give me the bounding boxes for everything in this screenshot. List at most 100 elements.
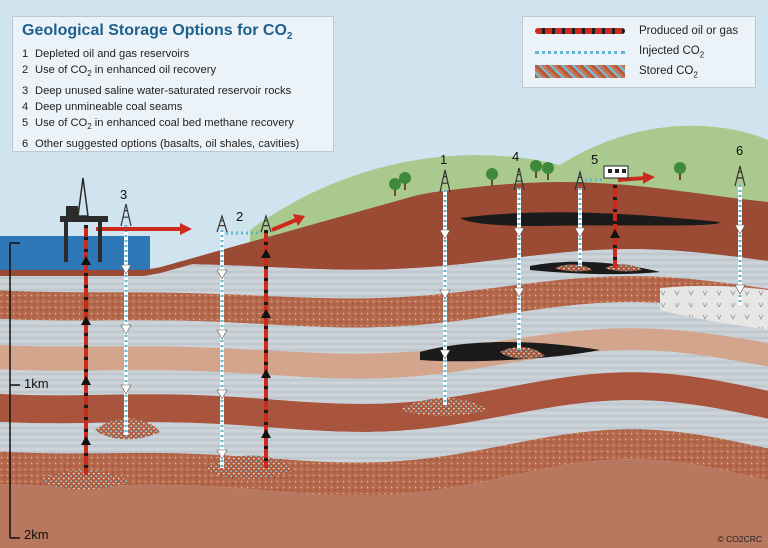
building-window [608, 169, 612, 173]
tree-trunk [547, 170, 549, 180]
option-item: 4 Deep unmineable coal seams [22, 99, 299, 115]
diagram-title: Geological Storage Options for CO2 [22, 22, 293, 43]
option-number: 3 [22, 84, 29, 97]
legend-stored: Stored CO2 [535, 63, 750, 83]
option-item: 3 Deep unused saline water-saturated rese… [22, 83, 299, 99]
options-panel: Geological Storage Options for CO2 1 Depl… [12, 16, 334, 152]
legend-produced: Produced oil or gas [535, 23, 750, 43]
option-number: 2 [22, 64, 29, 77]
option-text: Use of CO [35, 117, 88, 130]
option-item: 1 Depleted oil and gas reservoirs [22, 46, 299, 62]
rock-layer [0, 400, 768, 463]
rock-layer [0, 302, 768, 354]
rock-layer [0, 276, 768, 328]
down-arrow [513, 227, 525, 238]
up-arrow [81, 436, 91, 445]
rock-layer [0, 249, 768, 299]
drilling-derrick [216, 213, 228, 233]
drilling-derrick [513, 167, 525, 191]
up-arrow [81, 316, 91, 325]
down-arrow [734, 224, 746, 235]
option-item: 6 Other suggested options (basalts, oil s… [22, 136, 299, 152]
drilling-derrick [574, 169, 586, 191]
platform-leg [64, 222, 68, 262]
option-text: Use of CO [35, 64, 88, 77]
drilling-derrick [120, 203, 132, 227]
legend-injected: Injected CO2 [535, 43, 750, 63]
option-text: Deep unmineable coal seams [35, 101, 183, 114]
platform-tower [77, 177, 89, 217]
produced-flow [617, 176, 646, 182]
option-text: Depleted oil and gas reservoirs [35, 48, 190, 60]
legend-injected-label: Injected CO2 [639, 45, 705, 60]
rock-layer [0, 459, 768, 548]
down-arrow [439, 289, 451, 300]
flow-arrowhead [293, 214, 305, 226]
produced-flow [271, 218, 297, 232]
building-window [622, 169, 626, 173]
down-arrow [439, 349, 451, 360]
building-window [615, 169, 619, 173]
down-arrow [216, 449, 228, 460]
option-number: 1 [22, 48, 29, 60]
depth-label-2km: 2km [24, 527, 49, 542]
down-arrow [120, 324, 132, 335]
option-text: in enhanced oil recovery [91, 64, 217, 77]
depth-scale [9, 242, 20, 539]
rock-layer [0, 182, 768, 276]
legend: Produced oil or gas Injected CO2 Stored … [522, 16, 756, 88]
up-arrow [261, 309, 271, 318]
stored-co2-patch [40, 470, 130, 490]
wells [81, 172, 746, 475]
option-number: 5 [22, 117, 29, 130]
rock-layer [0, 429, 768, 496]
up-arrow [81, 376, 91, 385]
tree-trunk [679, 170, 681, 180]
stored-co2-patch [555, 264, 592, 272]
up-arrow [261, 249, 271, 258]
surface-structures [60, 160, 746, 262]
copyright-notice: © CO2CRC [717, 534, 762, 544]
down-arrow [734, 284, 746, 295]
rock-layer [0, 328, 768, 379]
platform-building [66, 206, 78, 216]
down-arrow [216, 269, 228, 280]
down-arrow [574, 227, 586, 238]
tree-trunk [535, 168, 537, 178]
tree-crown [542, 162, 554, 174]
site-label-4: 4 [512, 149, 520, 164]
up-arrow [261, 429, 271, 438]
tree-crown [530, 160, 542, 172]
up-arrow [81, 256, 91, 265]
tree-crown [399, 172, 411, 184]
stored-co2-patch [500, 347, 545, 359]
down-arrow [216, 389, 228, 400]
legend-produced-label: Produced oil or gas [639, 25, 739, 37]
option-text: 2 [87, 122, 92, 132]
coal-seam [460, 212, 720, 226]
down-arrow [216, 329, 228, 340]
option-number: 6 [22, 137, 29, 150]
depth-label-1km: 1km [24, 376, 49, 391]
option-text: Deep unused saline water-saturated reser… [35, 84, 292, 97]
site-label-6: 6 [736, 143, 744, 158]
tree-crown [389, 178, 401, 190]
stored-co2-patch [205, 455, 295, 479]
down-arrow [439, 229, 451, 240]
rock-layer [0, 350, 768, 404]
stored-co2-patch [400, 398, 488, 416]
option-text: 2 [87, 69, 92, 79]
down-arrow [120, 384, 132, 395]
stored-swatch [535, 65, 625, 78]
option-text: Other suggested options (basalts, oil sh… [35, 137, 300, 150]
option-number: 4 [22, 101, 29, 114]
flow-arrowhead [180, 223, 192, 235]
drilling-derrick [260, 213, 272, 233]
flow-arrowhead [643, 172, 655, 184]
tree-crown [674, 162, 686, 174]
up-arrow [261, 369, 271, 378]
